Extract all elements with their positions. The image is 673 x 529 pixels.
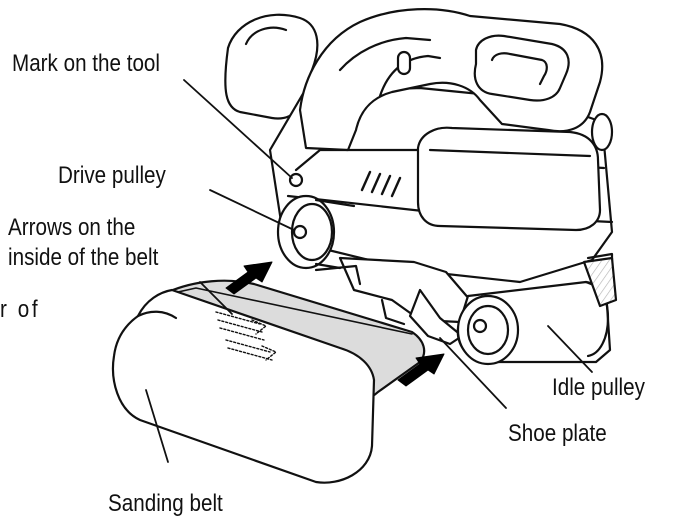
leader-lines [145, 79, 593, 463]
leader-sanding-belt [145, 389, 169, 463]
label-sanding-belt: Sanding belt [108, 490, 223, 517]
vent-slots [360, 170, 402, 198]
belt-inner-arrows [215, 311, 277, 361]
label-drive-pulley: Drive pulley [58, 162, 166, 189]
leader-idle-pulley [547, 325, 593, 373]
label-mark-on-tool: Mark on the tool [12, 50, 161, 77]
leader-shoe-plate [439, 337, 507, 409]
leader-drive-pulley [209, 189, 295, 231]
label-idle-pulley: Idle pulley [552, 374, 645, 401]
insertion-arrows [225, 261, 445, 387]
label-shoe-plate: Shoe plate [508, 420, 607, 447]
label-arrows-line2: inside of the belt [8, 244, 159, 271]
sanding-belt [112, 279, 426, 484]
label-stray-text: r of [0, 296, 41, 323]
leader-mark-on-tool [183, 79, 293, 179]
top-handle [298, 8, 604, 152]
label-arrows-line1: Arrows on the [8, 214, 136, 241]
rear-bracket [582, 256, 618, 308]
insertion-arrow-lower [397, 353, 445, 387]
tool-mark [288, 172, 304, 188]
leader-belt-arrows [199, 281, 233, 315]
idle-pulley [456, 252, 614, 366]
tool-body [268, 86, 614, 284]
drive-pulley [276, 194, 356, 270]
insertion-arrow-upper [225, 261, 273, 295]
